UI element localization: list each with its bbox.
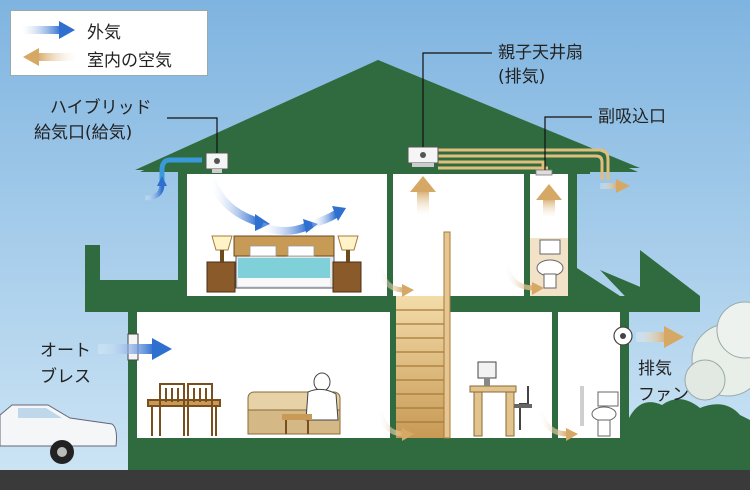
staircase [396,231,451,439]
nightstand-right [332,235,362,293]
dining-set [147,383,221,436]
auto-breath-label-line2: ブレス [40,367,91,387]
exhaust-fan-label-line2: ファン [638,385,689,405]
indoor-air-arrow [600,179,630,193]
toilet-upstairs [536,239,564,289]
indoor-air-arrow [537,409,578,441]
tree [684,301,750,401]
parent-fan-label-line2: (排気) [498,67,546,87]
second-floor-right-wall [568,168,577,296]
legend-outside-air-label: 外気 [87,23,121,43]
nightstand-left [206,235,236,293]
indoor-air-arrow [377,409,414,441]
hybrid-inlet-label-line1: ハイブリッド [50,98,152,118]
sub-inlet-label: 副吸込口 [598,107,666,127]
indoor-air-arrow [503,263,544,295]
toilet-downstairs [580,386,619,437]
indoor-air-arrow [636,326,684,348]
legend-indoor-air-label: 室内の空気 [87,51,172,71]
supply-duct [159,157,202,182]
second-floor-left-wall [178,168,187,296]
outside-air-arrow [310,206,346,228]
outside-air-arrow [144,176,167,201]
leader-line [167,52,592,170]
foundation [128,438,629,470]
sub-inlet-unit [535,169,553,176]
bedroom-bed [233,235,335,289]
exhaust-fan-label-line1: 排気 [638,359,672,379]
first-floor-left-wall [128,312,137,440]
outside-air-arrow [208,178,270,231]
duct [438,148,610,180]
living-sofa [247,372,341,435]
indoor-air-arrow [377,265,414,297]
indoor-air-arrow [410,176,436,216]
outside-air-arrow [260,219,318,235]
outside-air-arrow [98,338,172,360]
auto-breath-label-line1: オート [40,341,91,361]
car [0,404,117,464]
mid-roof-slab [85,245,700,296]
indoor-air-arrow [536,184,562,218]
exhaust-fan [613,326,633,346]
parent-fan-label-line1: 親子天井扇 [498,43,583,63]
first-floor-right-wall [620,312,629,440]
ground [0,470,750,490]
bush [628,399,750,470]
study-desk [469,361,532,437]
legend: 外気 室内の空気 [10,10,208,76]
hybrid-inlet-label-line2: 給気口(給気) [34,123,133,143]
